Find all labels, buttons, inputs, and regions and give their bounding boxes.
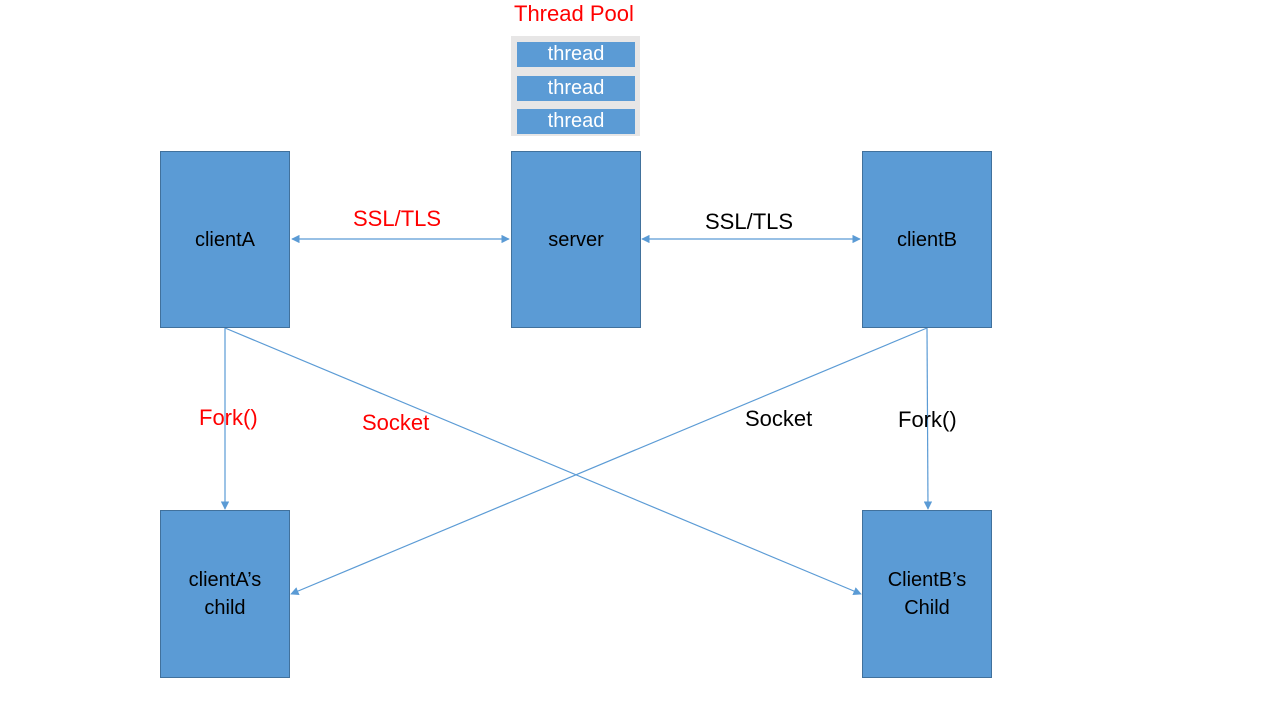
edge-clienta-socket — [224, 327, 862, 595]
edge-clientb-fork — [923, 327, 933, 510]
node-clientb-child-line1: ClientB’s — [887, 569, 967, 591]
edge-clientb-socket — [290, 327, 928, 595]
thread-item: thread — [517, 109, 635, 134]
thread-item: thread — [517, 76, 635, 101]
thread-pool-title: Thread Pool — [514, 1, 634, 26]
edge-label-clienta-fork: Fork() — [199, 405, 258, 430]
edge-label-clienta-socket: Socket — [362, 410, 430, 435]
edge-label-clientb-fork: Fork() — [898, 407, 957, 432]
node-clientb: clientB — [862, 151, 992, 328]
node-clienta-child: clientA’s child — [160, 510, 290, 678]
node-clienta: clientA — [160, 151, 290, 328]
node-clientb-child-line2: Child — [904, 597, 950, 619]
node-clientb-label: clientB — [896, 228, 958, 251]
node-clienta-child-line2: child — [204, 597, 246, 619]
node-server: server — [511, 151, 641, 328]
node-clientb-child: ClientB’s Child — [862, 510, 992, 678]
node-clienta-child-line1: clientA’s — [188, 569, 262, 591]
node-clienta-label: clientA — [194, 228, 256, 251]
node-server-label: server — [548, 228, 604, 251]
edge-label-server-clientb: SSL/TLS — [705, 209, 794, 234]
thread-item: thread — [517, 42, 635, 67]
edge-label-clienta-server: SSL/TLS — [353, 206, 442, 231]
edge-label-clientb-socket: Socket — [745, 406, 813, 431]
